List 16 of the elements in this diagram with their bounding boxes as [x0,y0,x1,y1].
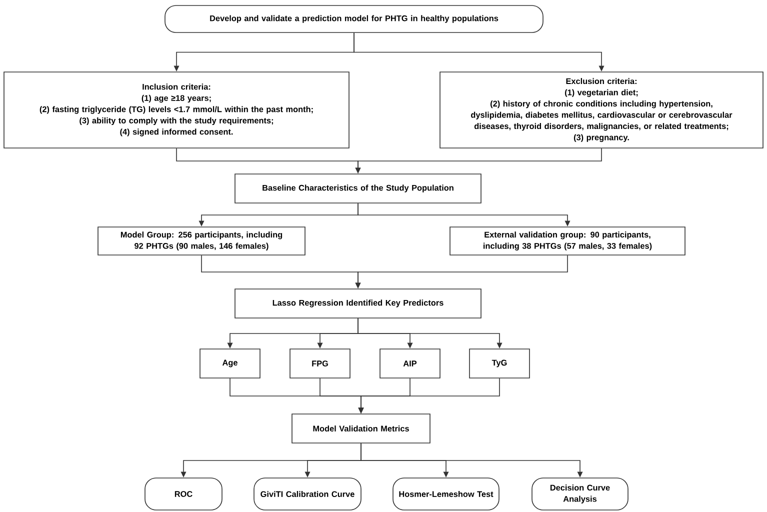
process-box: Exclusion criteria: (1) vegetarian diet; (2) history of chronic conditions including hypertension, dyslipidemia, diabetes mellitus, cardiovascular or cerebrovascular diseases, thyroid disorders, malignancies, or related treatments; (3) pregnancy. [440,72,764,148]
terminal-box: Hosmer-Lemeshow Test [392,478,500,510]
process-box: AIP [380,348,440,378]
process-box: Model Validation Metrics [292,414,430,444]
terminal-box: Develop and validate a prediction model for PHTG in healthy populations [164,5,544,33]
process-box: Model Group: 256 participants, including 92 PHTGs (90 males, 146 females) [98,226,306,256]
process-box: Lasso Regression Identified Key Predictors [234,288,482,318]
process-box: External validation group: 90 participants, including 38 PHTGs (57 males, 33 females) [450,226,686,256]
process-box: FPG [290,348,350,378]
terminal-box: GiviTI Calibration Curve [254,478,362,510]
process-box: TyG [469,348,530,378]
process-box: Baseline Characteristics of the Study Population [234,174,482,204]
terminal-box: Decision Curve Analysis [532,478,628,510]
terminal-box: ROC [144,478,222,510]
process-box: Age [200,348,260,378]
process-box: Inclusion criteria: (1) age ≥18 years; (2) fasting triglyceride (TG) levels <1.7 mmol/L within the past month; (3) ability to comply with the study requirements; (4) signed informed consent. [4,72,350,148]
